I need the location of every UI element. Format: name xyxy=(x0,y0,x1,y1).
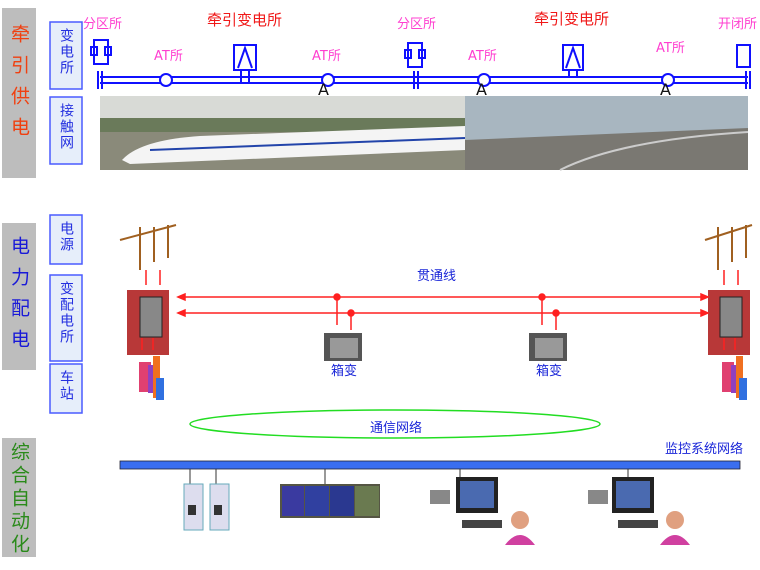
track-photo xyxy=(465,96,749,171)
box-transformer-label-2: 箱变 xyxy=(536,363,562,379)
label-at-post-1: AT所 xyxy=(154,49,183,64)
box-transformer-label-1: 箱变 xyxy=(331,363,357,379)
label-catenary: 接触网 xyxy=(58,102,74,151)
label-power-source: 电源 xyxy=(58,221,74,253)
label-at-post-4: AT所 xyxy=(656,41,685,56)
station-building-left xyxy=(139,356,164,400)
comm-network-label: 通信网络 xyxy=(370,420,422,436)
label-traction-substation-1: 牵引变电所 xyxy=(207,11,282,29)
monitor-network-label: 监控系统网络 xyxy=(665,441,743,457)
label-sectioning-post-1: 分区所 xyxy=(83,17,122,32)
through-power-line xyxy=(141,270,739,350)
marker-a: A xyxy=(476,80,487,99)
comm-network-ellipse xyxy=(189,409,601,439)
label-station: 车站 xyxy=(58,369,74,402)
box-transformer-1 xyxy=(324,333,362,361)
label-substation: 变电所 xyxy=(58,28,74,76)
label-at-post-2: AT所 xyxy=(312,49,341,64)
operator-workstation-1 xyxy=(430,477,535,545)
operator-workstation-2 xyxy=(588,477,690,545)
section-automation: 综合自动化 xyxy=(2,438,36,557)
marker-a: A xyxy=(660,80,671,99)
utility-poles xyxy=(119,224,753,270)
video-wall xyxy=(280,484,380,518)
section-title: 电力配电 xyxy=(8,236,30,360)
section-title: 综合自动化 xyxy=(8,442,30,557)
section-traction-power: 牵引供电 xyxy=(2,8,36,178)
substation-building-right xyxy=(708,290,750,355)
section-power-distribution: 电力配电 xyxy=(2,223,36,370)
monitor-network-bus xyxy=(119,460,741,470)
label-at-post-3: AT所 xyxy=(468,49,497,64)
controller-devices xyxy=(183,483,230,531)
label-switching-post: 开闭所 xyxy=(718,17,757,32)
marker-a: A xyxy=(318,80,329,99)
station-building-right xyxy=(722,356,747,400)
traction-labels: 分区所 牵引变电所 AT所 AT所 分区所 AT所 牵引变电所 AT所 开闭所 … xyxy=(83,10,757,99)
label-traction-substation-2: 牵引变电所 xyxy=(534,10,609,28)
section-title: 牵引供电 xyxy=(8,24,30,148)
substation-building-left xyxy=(127,290,169,355)
traction-rail xyxy=(90,39,751,89)
train-photo xyxy=(100,96,466,170)
label-distribution-substation: 变配电所 xyxy=(58,281,74,345)
through-line-label: 贯通线 xyxy=(417,269,456,284)
box-transformer-2 xyxy=(529,333,567,361)
label-sectioning-post-2: 分区所 xyxy=(397,17,436,32)
